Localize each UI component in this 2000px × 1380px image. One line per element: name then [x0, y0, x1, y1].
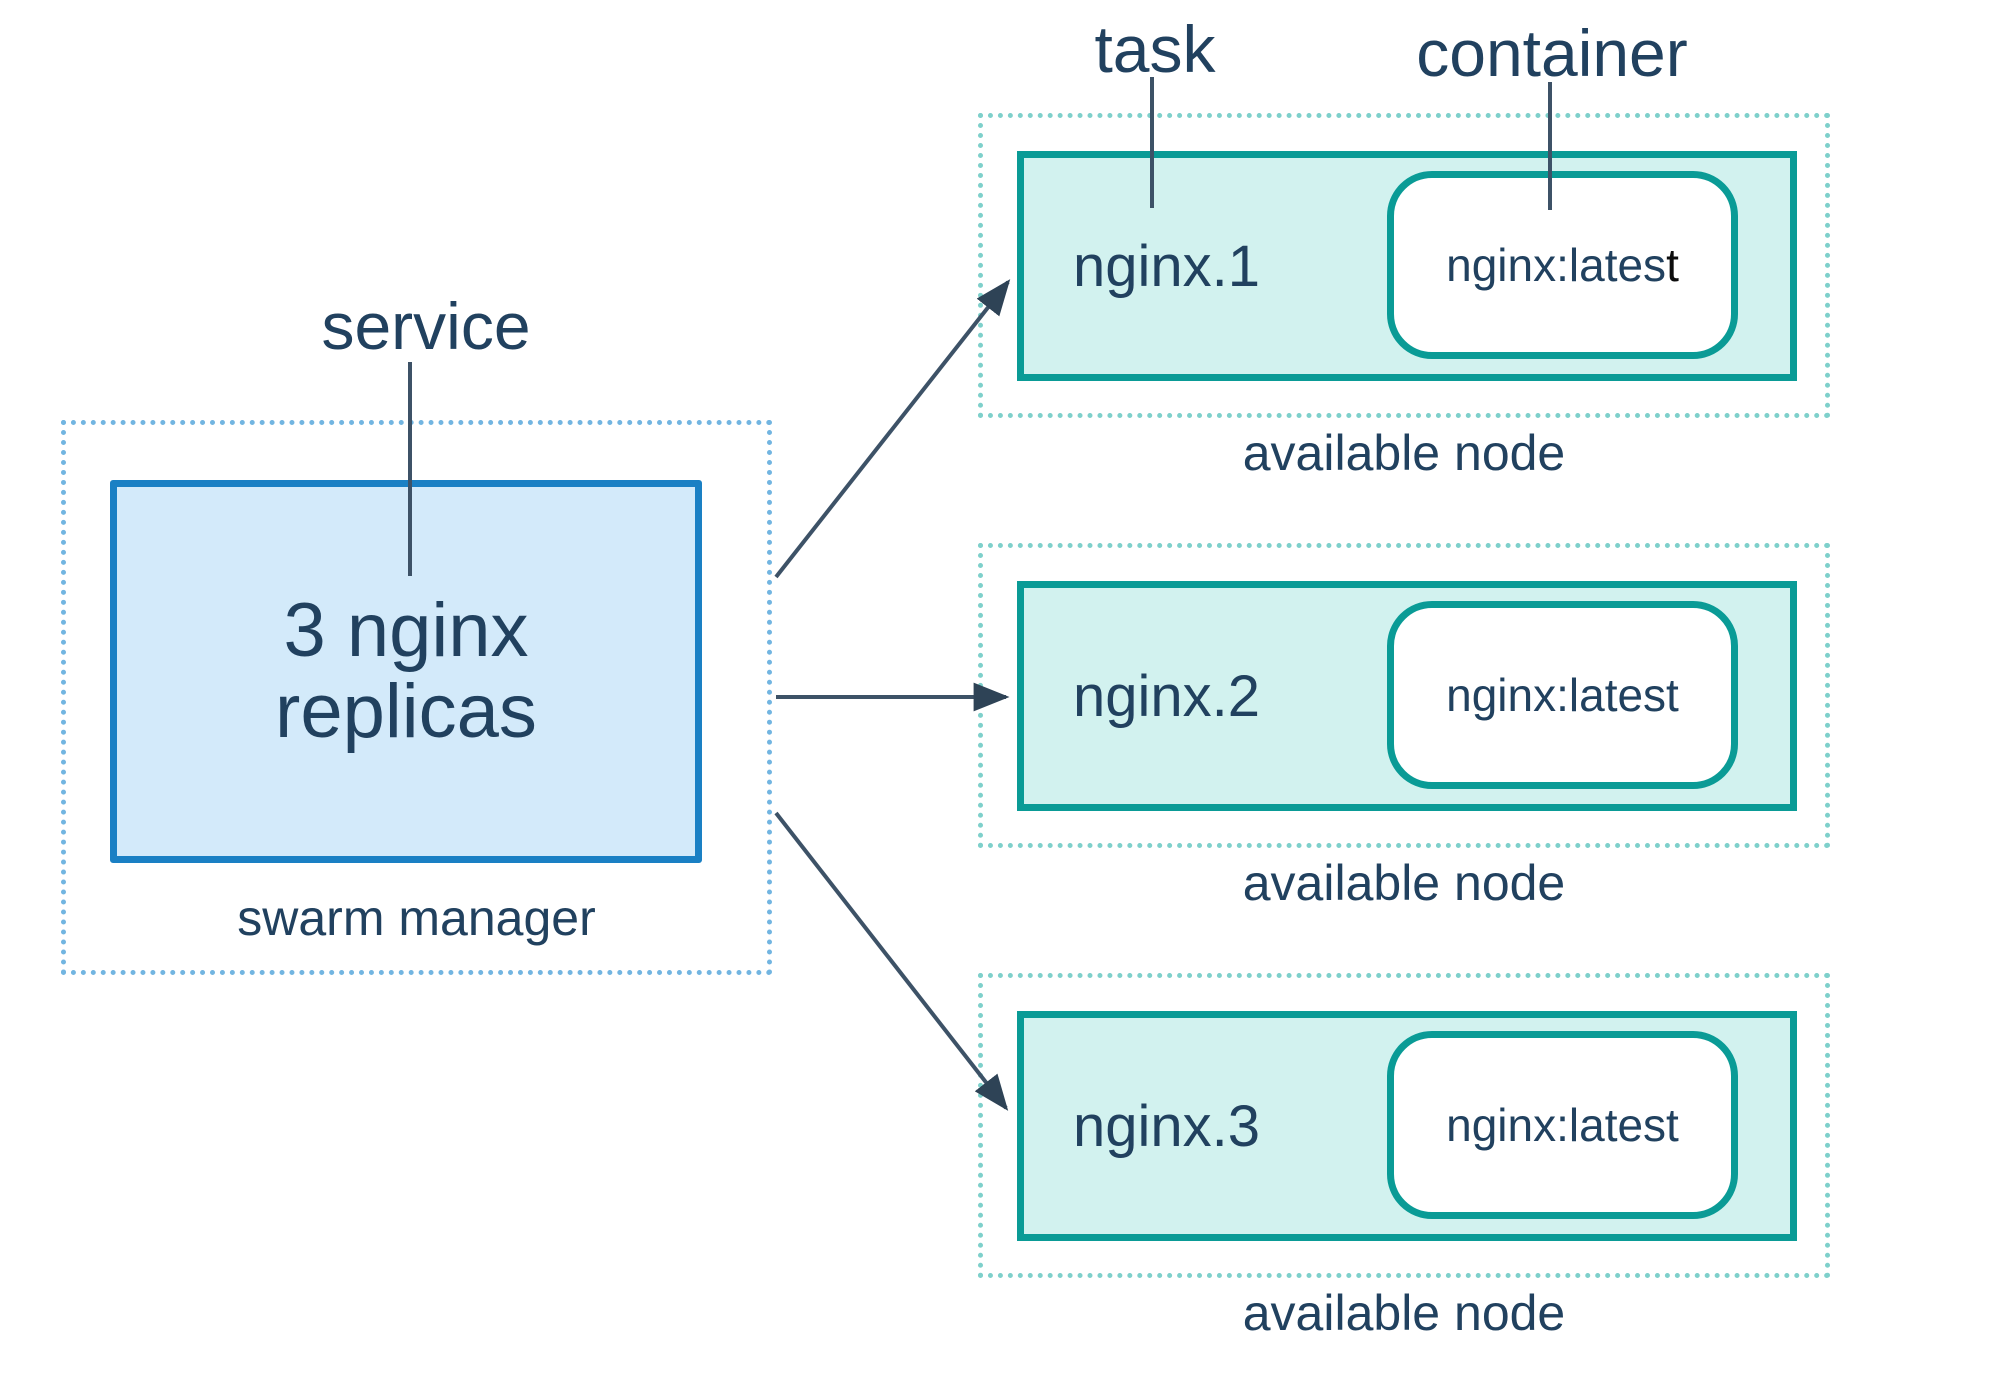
service-replicas-line1: 3 nginx — [283, 587, 529, 673]
swarm-manager-group: 3 nginx replicas swarm manager — [61, 420, 772, 975]
arrow-to-node-1 — [774, 279, 1011, 579]
container-label: container — [1416, 16, 1688, 90]
container-image-name: nginx:latest — [1446, 669, 1679, 721]
task-name: nginx.2 — [1072, 663, 1261, 729]
task-name: nginx.3 — [1072, 1093, 1261, 1159]
container-box: nginx:latest — [1387, 1031, 1738, 1219]
service-replicas-line2: replicas — [275, 668, 537, 754]
available-node-2: nginx.2 nginx:latest available node — [978, 543, 1830, 911]
node-caption: available node — [1242, 425, 1566, 481]
service-label: service — [321, 289, 531, 363]
task-label: task — [1094, 12, 1216, 86]
swarm-manager-caption: swarm manager — [237, 890, 596, 946]
node-caption: available node — [1242, 855, 1566, 911]
container-image-name-tail: t — [1666, 239, 1679, 291]
container-box: nginx:latest — [1387, 601, 1738, 789]
task-name: nginx.1 — [1072, 233, 1261, 299]
service-box: 3 nginx replicas — [110, 480, 702, 863]
arrow-to-node-3 — [774, 811, 1009, 1111]
task-box-nginx-2: nginx.2 nginx:latest — [1017, 581, 1797, 811]
container-image-name: nginx:lates — [1446, 239, 1667, 291]
container-image-name: nginx:latest — [1446, 1099, 1679, 1151]
task-box-nginx-3: nginx.3 nginx:latest — [1017, 1011, 1797, 1241]
node-caption: available node — [1242, 1285, 1566, 1341]
available-node-3: nginx.3 nginx:latest available node — [978, 973, 1830, 1341]
